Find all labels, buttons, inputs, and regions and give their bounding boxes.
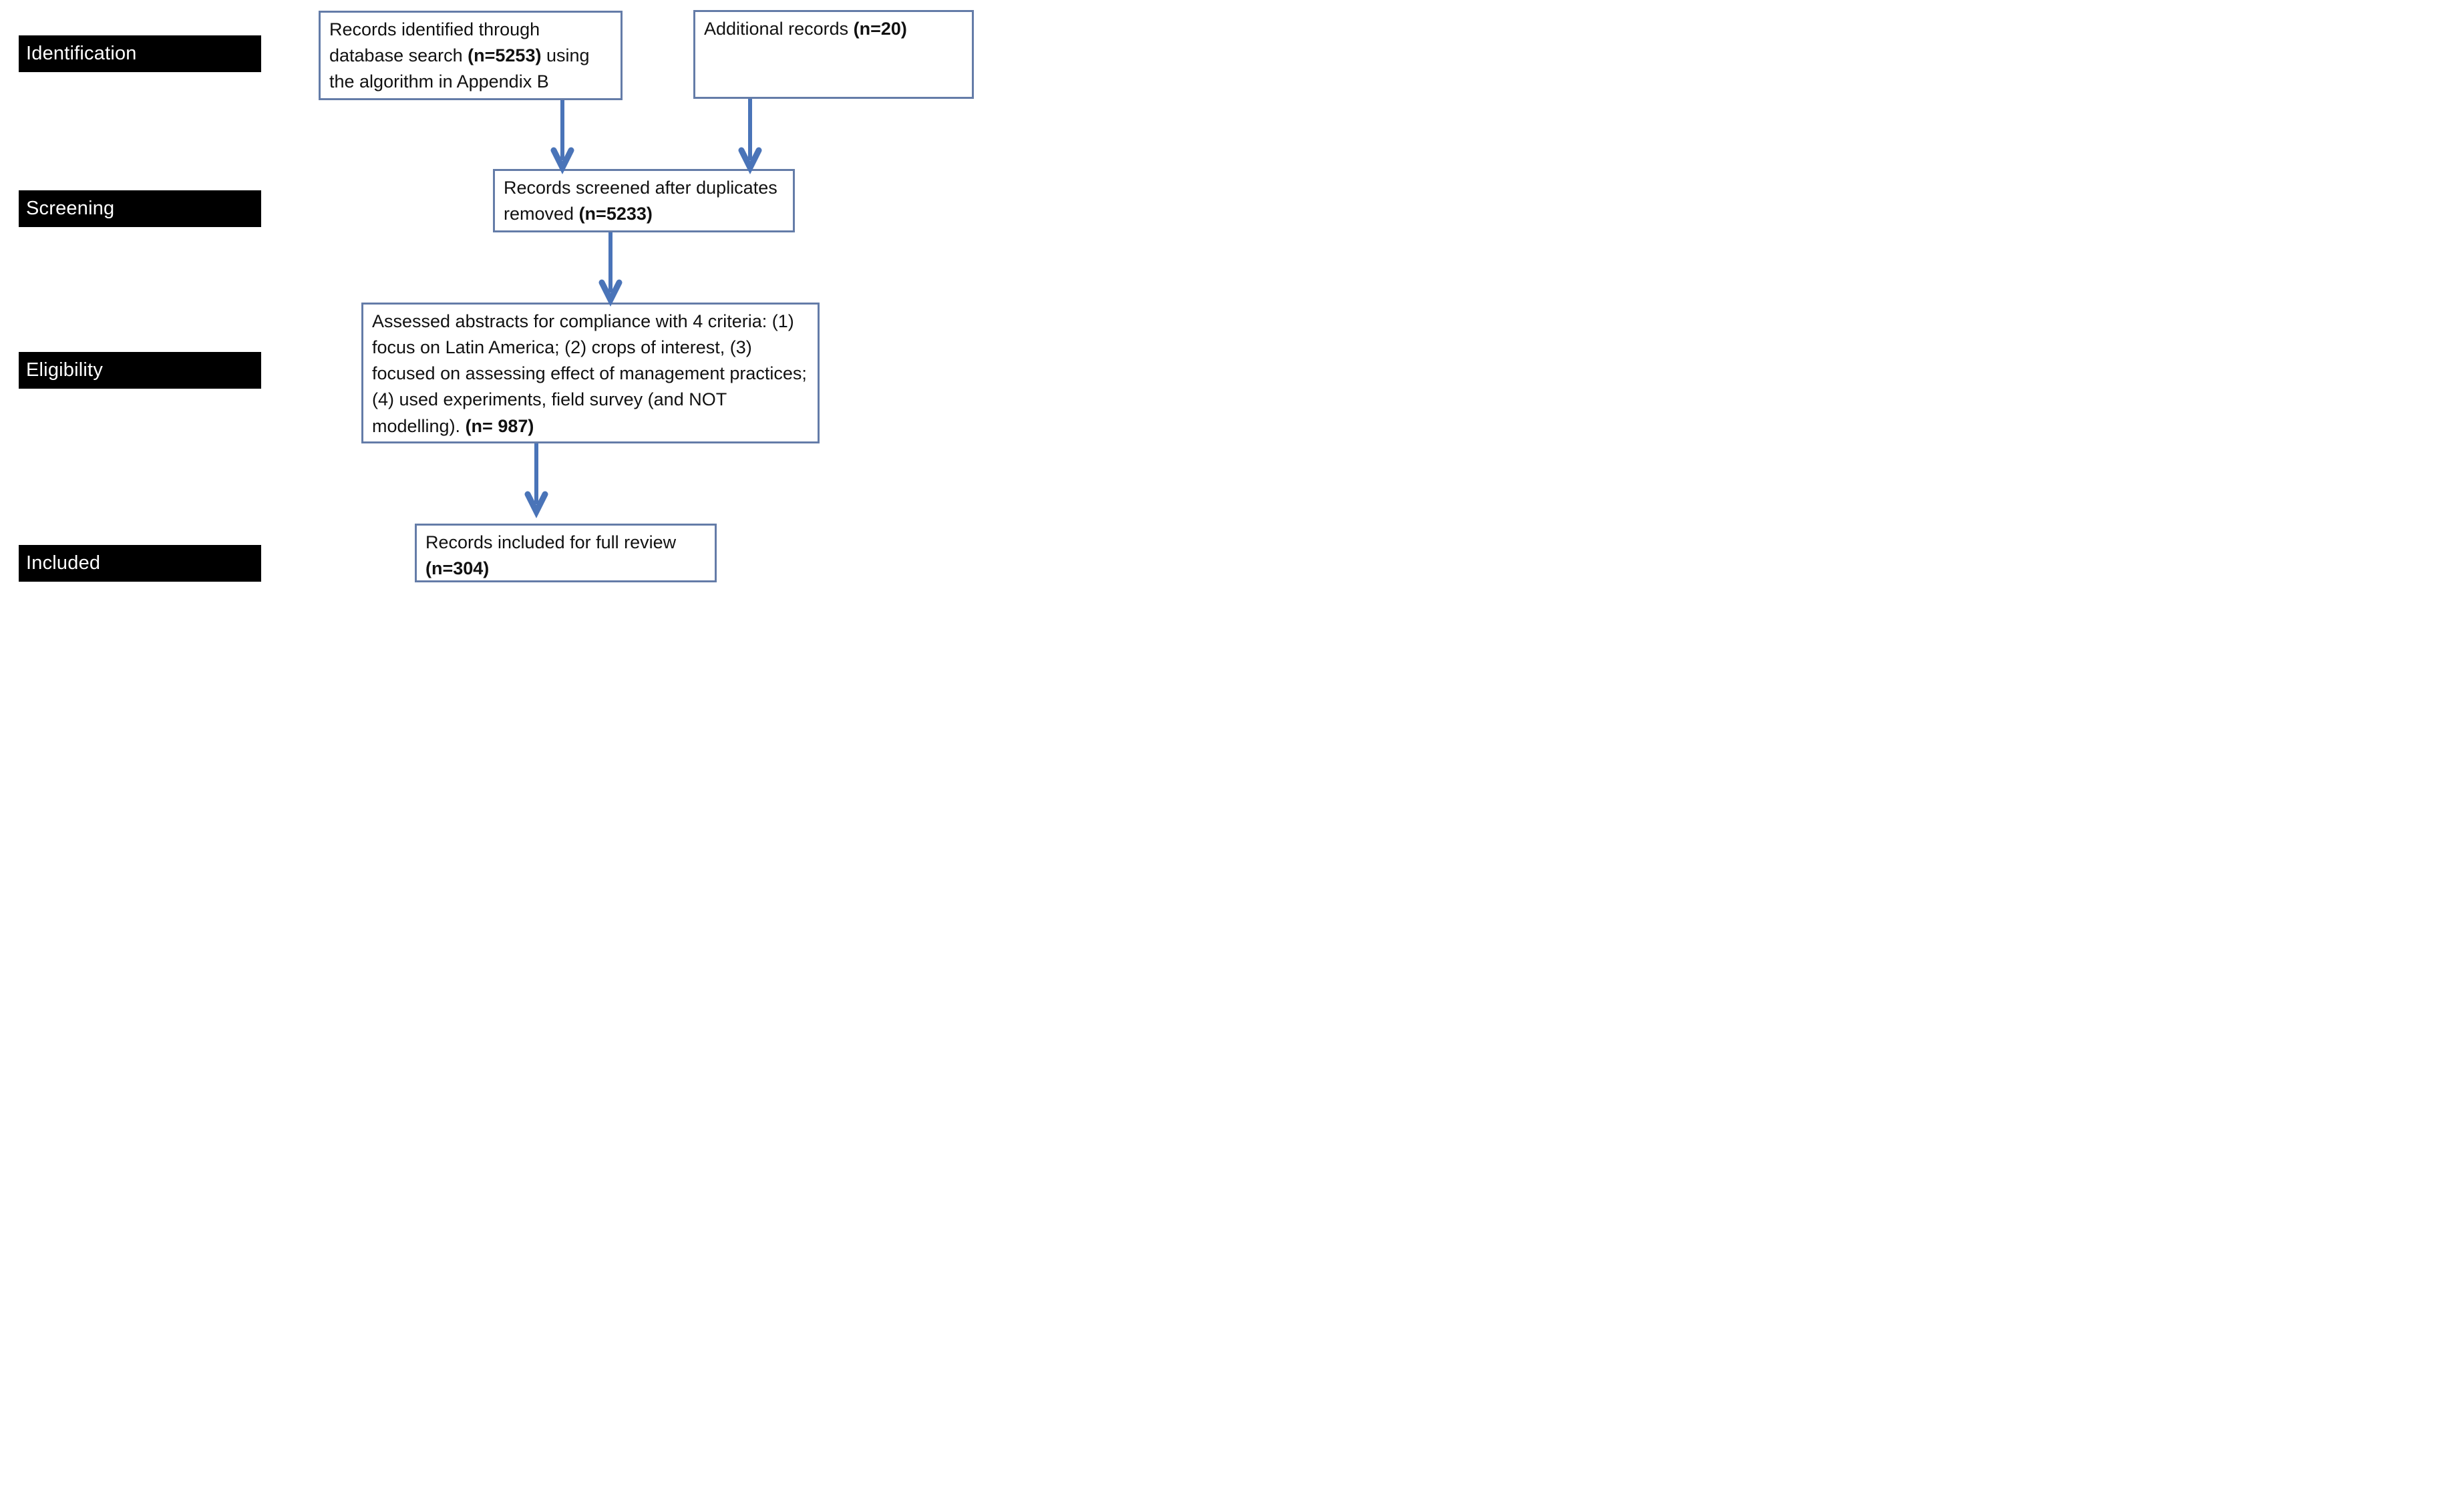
additional-count: (n=20) — [853, 19, 907, 39]
records-identified-text: Records identified through database sear… — [329, 19, 590, 92]
down-arrow-identified-to-screened — [550, 100, 574, 175]
stage-label-text: Screening — [26, 198, 115, 219]
records-screened-text: Records screened after duplicates remove… — [504, 178, 777, 224]
stage-label-text: Identification — [26, 43, 137, 64]
stage-label-included: Included — [19, 545, 261, 582]
assessed-count: (n= 987) — [465, 415, 534, 436]
stage-label-eligibility: Eligibility — [19, 352, 261, 389]
screened-count: (n=5233) — [578, 204, 653, 224]
stage-label-text: Included — [26, 552, 101, 574]
stage-label-identification: Identification — [19, 35, 261, 72]
records-included-box: Records included for full review (n=304) — [415, 524, 717, 582]
down-arrow-assessed-to-included — [524, 443, 548, 519]
additional-records-box: Additional records (n=20) — [693, 10, 974, 99]
identified-count: (n=5253) — [468, 45, 542, 66]
down-arrow-screened-to-assessed — [598, 232, 623, 307]
included-count: (n=304) — [425, 558, 490, 579]
assessed-abstracts-text: Assessed abstracts for compliance with 4… — [372, 311, 807, 436]
records-included-text: Records included for full review (n=304) — [425, 532, 677, 579]
records-identified-box: Records identified through database sear… — [319, 11, 623, 100]
stage-label-screening: Screening — [19, 190, 261, 227]
down-arrow-additional-to-screened — [738, 99, 762, 175]
prisma-flow-diagram: Identification Screening Eligibility Inc… — [0, 0, 982, 605]
records-screened-box: Records screened after duplicates remove… — [493, 169, 795, 232]
assessed-abstracts-box: Assessed abstracts for compliance with 4… — [361, 303, 820, 443]
stage-label-text: Eligibility — [26, 359, 104, 381]
additional-records-text: Additional records (n=20) — [704, 19, 907, 39]
